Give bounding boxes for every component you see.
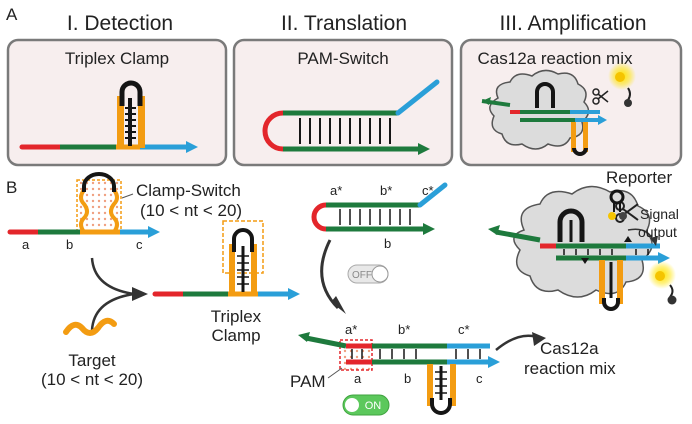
cas12a-cloud-small [481,69,607,156]
triplex-clamp-title: Triplex [211,307,262,326]
detection-heading: I. Detection [67,12,173,35]
triplex-clamp-diagram [19,80,198,153]
switch-on-toggle[interactable]: ON [342,394,390,416]
target-label: Target [68,351,116,370]
on-label-b: b [404,371,411,386]
on-label-c: c [476,371,483,386]
amplification-box: Cas12a reaction mix [459,38,683,167]
segment-label-c: c [136,237,143,252]
segment-label-a: a [22,237,30,252]
signal-label: Signal [640,206,679,222]
target-range: (10 < nt < 20) [41,370,143,389]
translation-box: PAM-Switch [232,38,454,167]
pam-switch-off-diagram [311,182,448,235]
switch-off-toggle[interactable]: OFF [347,264,389,284]
cas12a-subtitle: reaction mix [524,359,616,378]
merge-arrow [90,257,148,331]
detection-box: Triplex Clamp [6,38,228,167]
pam-label: PAM [290,372,326,391]
clamp-switch-title: Clamp-Switch [136,181,241,200]
quencher-icon-large [667,284,677,305]
clamp-switch-diagram [7,172,160,238]
on-label-a-star: a* [345,322,357,337]
off-label-b: b [384,236,391,251]
panel-letter-a: A [6,5,18,24]
pam-switch-diagram [262,79,440,155]
amplification-arrow [495,332,546,351]
triplex-clamp-label: Triplex Clamp [65,49,169,68]
cas12a-title: Cas12a [540,339,599,358]
panel-letter-b: B [6,178,17,197]
fluorophore-icon-large [655,271,665,281]
translation-heading: II. Translation [281,12,407,35]
fluorophore-icon [615,72,625,82]
off-label-a-star: a* [330,183,342,198]
scissors-icon [592,88,609,105]
triplex-clamp-subtitle: Clamp [211,326,260,345]
on-label-c-star: c* [458,322,470,337]
off-label-b-star: b* [380,183,392,198]
pam-switch-on-diagram [298,332,500,415]
amplification-heading: III. Amplification [499,12,646,35]
reporter-label: Reporter [606,168,672,187]
signal-output-label: output [638,224,677,240]
target-strand [63,317,117,336]
on-label-b-star: b* [398,322,410,337]
pam-switch-label: PAM-Switch [297,49,388,68]
clamp-switch-range: (10 < nt < 20) [140,201,242,220]
toggle-off-text: OFF [352,270,372,281]
segment-label-b: b [66,237,73,252]
reporter-hairpin-icon [608,189,627,220]
translation-arrow [320,239,346,314]
toggle-on-text: ON [365,400,382,412]
cas12a-cloud-large [488,185,670,311]
on-label-a: a [354,371,362,386]
off-label-c-star: c* [422,183,434,198]
quencher-icon [624,87,632,107]
cas12a-mix-label: Cas12a reaction mix [478,49,633,68]
triplex-clamp-formed [152,220,300,300]
